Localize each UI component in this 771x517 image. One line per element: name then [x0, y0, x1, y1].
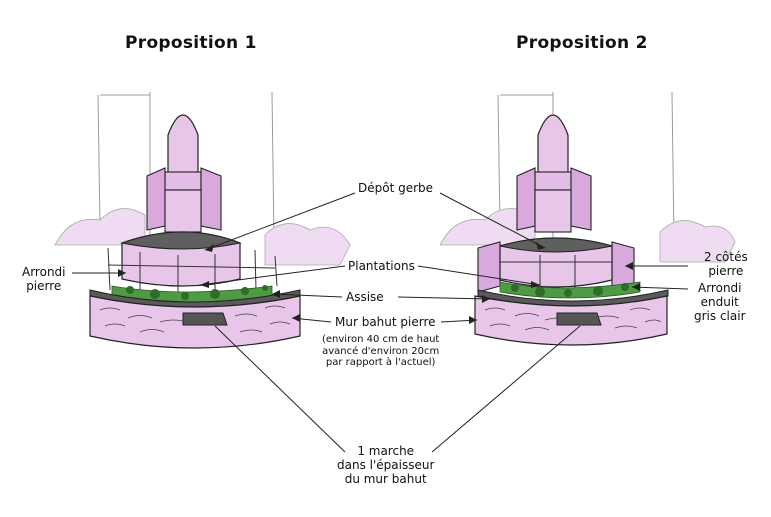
note-line-1: (environ 40 cm de haut: [322, 334, 440, 345]
note-mur-bahut: (environ 40 cm de haut avancé d'environ …: [322, 334, 439, 369]
background-shrubs-right: [439, 208, 736, 263]
label-plantations: Plantations: [348, 259, 415, 273]
label-depot-gerbe: Dépôt gerbe: [358, 181, 434, 195]
label-assise: Assise: [346, 290, 384, 304]
label-deux-cotes-line-1: 2 côtés: [704, 250, 748, 264]
monument-proposition-1: [89, 114, 301, 349]
proposition-2-title: Proposition 2: [516, 33, 648, 53]
label-mur-bahut: Mur bahut pierre: [335, 315, 436, 329]
background-shrubs-left: [54, 208, 351, 266]
label-arrondi-enduit-line-1: Arrondi: [698, 281, 742, 295]
label-marche: 1 marche dans l'épaisseur du mur bahut: [337, 444, 434, 486]
arrow-heads: [118, 242, 640, 324]
note-line-3: par rapport à l'actuel): [325, 357, 436, 368]
label-marche-line-1: 1 marche: [357, 444, 415, 458]
proposition-1-title: Proposition 1: [125, 33, 257, 53]
label-arrondi-enduit-line-3: gris clair: [694, 309, 746, 323]
label-arrondi-pierre-line-2: pierre: [26, 279, 62, 293]
label-arrondi-pierre-line-1: Arrondi: [22, 265, 66, 279]
note-line-2: avancé d'environ 20cm: [322, 345, 440, 357]
label-arrondi-pierre: Arrondi pierre: [22, 265, 66, 293]
label-deux-cotes-pierre: 2 côtés pierre: [704, 250, 748, 278]
label-arrondi-enduit: Arrondi enduit gris clair: [694, 281, 746, 323]
label-deux-cotes-line-2: pierre: [708, 264, 744, 278]
label-marche-line-3: du mur bahut: [344, 472, 427, 486]
label-arrondi-enduit-line-2: enduit: [700, 295, 739, 309]
leader-lines: [72, 192, 689, 453]
monument-proposition-2: [474, 114, 669, 346]
label-marche-line-2: dans l'épaisseur: [337, 458, 435, 472]
